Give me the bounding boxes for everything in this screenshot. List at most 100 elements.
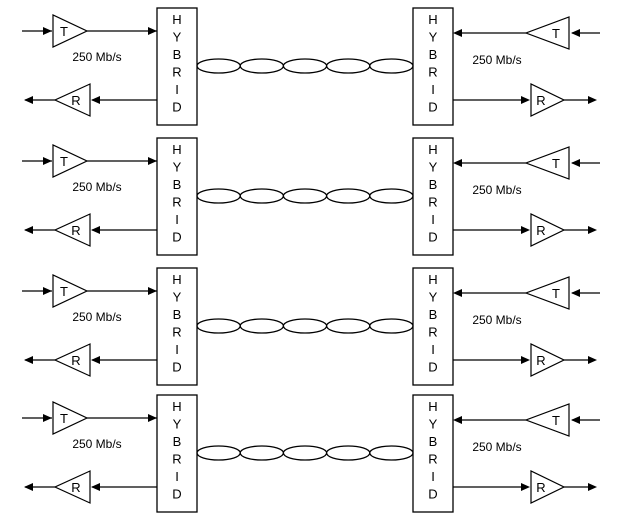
hybrid-left-letter: Y [173,290,182,305]
right-rx-output-arrow [588,483,597,491]
hybrid-right [412,137,454,256]
hybrid-left [156,7,198,126]
hybrid-left-letter: H [172,142,181,157]
hybrid-right-letter: I [431,469,435,484]
hybrid-left [156,137,198,256]
left-hybrid-to-rx-arrow [91,96,100,104]
left-rate-label: 250 Mb/s [72,180,121,194]
hybrid-right-letter: R [428,325,437,340]
twisted-pair-segment [369,318,414,334]
twisted-pair-segment [325,318,371,334]
right-transmitter-label: T [552,413,560,428]
twisted-pair-segment [369,188,414,204]
left-receiver-label: R [71,353,80,368]
hybrid-right-letter: Y [429,160,438,175]
hybrid-left-letter: Y [173,160,182,175]
twisted-pair-segment [196,188,241,204]
right-hybrid-to-rx-arrow [521,483,530,491]
left-hybrid-to-rx-arrow [91,483,100,491]
hybrid-right [412,7,454,126]
left-tx-to-hybrid-arrow [148,27,157,35]
right-hybrid-to-rx-arrow [521,226,530,234]
twisted-pair-segment [282,318,328,334]
twisted-pair-segment [325,445,371,461]
hybrid-left-letter: I [175,82,179,97]
right-rate-label: 250 Mb/s [472,183,521,197]
right-transmitter [524,146,570,180]
hybrid-right-letter: I [431,82,435,97]
twisted-pair-segment [196,445,241,461]
left-transmitter [52,144,89,178]
left-rate-label: 250 Mb/s [72,437,121,451]
left-transmitter-label: T [60,411,68,426]
hybrid-right-letter: R [428,452,437,467]
hybrid-left-letter: I [175,212,179,227]
hybrid-left-letter: H [172,272,181,287]
hybrid-left-letter: D [172,360,181,375]
hybrid-right-letter: R [428,195,437,210]
hybrid-right-letter: D [428,230,437,245]
hybrid-right-letter: H [428,12,437,27]
hybrid-left-letter: Y [173,30,182,45]
twisted-pair-segment [325,58,371,74]
left-rate-label: 250 Mb/s [72,50,121,64]
hybrid-right-letter: Y [429,290,438,305]
hybrid-right-letter: I [431,212,435,227]
right-hybrid-to-rx-arrow [521,356,530,364]
right-receiver [530,83,566,117]
hybrid-left-letter: B [173,47,182,62]
right-transmitter-label: T [552,26,560,41]
left-receiver-label: R [71,93,80,108]
left-receiver [53,470,91,504]
hybrid-right-letter: Y [429,30,438,45]
twisted-pair-segment [369,58,414,74]
hybrid-right-letter: B [429,177,438,192]
left-tx-input-arrow [43,157,52,165]
left-receiver [53,213,91,247]
right-tx-input-arrow [571,159,580,167]
right-transmitter-label: T [552,156,560,171]
hybrid-left-letter: B [173,177,182,192]
twisted-pair-segment [196,58,241,74]
right-receiver-label: R [536,223,545,238]
right-transmitter [524,403,570,437]
hybrid-left-letter: R [172,452,181,467]
twisted-pair-segment [325,188,371,204]
right-rate-label: 250 Mb/s [472,53,521,67]
right-rate-label: 250 Mb/s [472,313,521,327]
right-transmitter [524,16,570,50]
right-receiver-label: R [536,93,545,108]
left-tx-to-hybrid-arrow [148,287,157,295]
twisted-pair-segment [239,318,285,334]
hybrid-left-letter: B [173,434,182,449]
right-tx-to-hybrid-arrow [453,29,462,37]
right-tx-to-hybrid-arrow [453,416,462,424]
hybrid-left-letter: R [172,325,181,340]
left-receiver [53,343,91,377]
hybrid-left-letter: R [172,195,181,210]
hybrid-right-letter: H [428,272,437,287]
hybrid-right-letter: D [428,487,437,502]
left-receiver [53,83,91,117]
left-tx-input-arrow [43,27,52,35]
twisted-pair-segment [239,188,285,204]
right-tx-input-arrow [571,416,580,424]
twisted-pair-segment [282,188,328,204]
right-rx-output-arrow [588,356,597,364]
left-hybrid-to-rx-arrow [91,226,100,234]
hybrid-left-letter: B [173,307,182,322]
right-transmitter [524,276,570,310]
left-rate-label: 250 Mb/s [72,310,121,324]
left-transmitter [52,274,89,308]
hybrid-left-letter: I [175,342,179,357]
right-receiver [530,213,566,247]
hybrid-right-letter: D [428,360,437,375]
hybrid-right-letter: I [431,342,435,357]
right-tx-input-arrow [571,29,580,37]
right-tx-to-hybrid-arrow [453,289,462,297]
twisted-pair-segment [239,445,285,461]
left-transmitter [52,14,89,48]
hybrid-right-letter: B [429,47,438,62]
